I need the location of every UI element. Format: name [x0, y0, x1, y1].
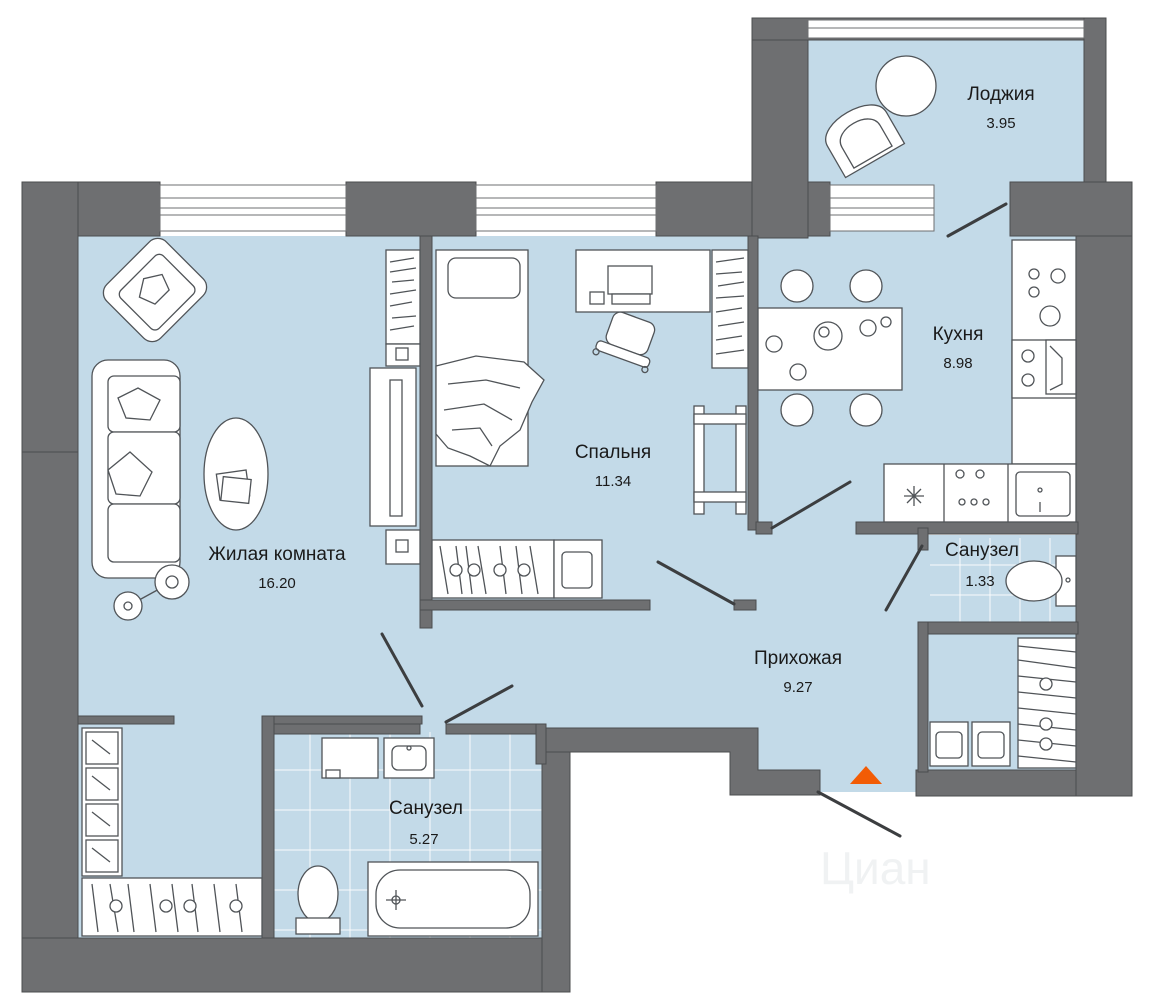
clothes-rack-icon: [693, 405, 747, 515]
windows: [159, 19, 1085, 232]
window-kitchen: [829, 184, 935, 232]
wall-bath-top: [273, 723, 421, 735]
stove-icon: [955, 339, 1077, 479]
wall-kitchen-top-stub: [1009, 181, 1133, 237]
wall-bedroom-hall-post: [733, 599, 757, 611]
wall-kitchen-bottom-left: [755, 521, 773, 535]
wall-bedroom-kitchen: [747, 235, 759, 531]
hallway-area: 9.27: [783, 679, 812, 696]
outer-wall-left: [21, 451, 79, 993]
wall-bath-top-right: [445, 723, 543, 735]
washbasin-icon: [321, 737, 435, 779]
small-bathroom-area: 1.33: [965, 573, 994, 590]
coffee-table-icon: [203, 417, 269, 531]
door-kitchen: [770, 480, 852, 530]
bedroom-area: 11.34: [595, 473, 631, 490]
toilet-large-icon: [295, 865, 341, 935]
door-bedroom: [656, 560, 736, 606]
kitchen-area: 8.98: [943, 355, 972, 372]
door-living-room: [380, 632, 424, 708]
outer-wall-bottom-step: [541, 727, 571, 993]
sofa-icon: [91, 359, 181, 579]
shoe-rack-icon: [1017, 637, 1077, 769]
closet-wardrobe-icon: [81, 877, 263, 937]
wall-kitchen-bottom-right: [855, 521, 1079, 535]
tv-stand-icon: [369, 367, 417, 527]
walls: [21, 17, 1133, 993]
bed-icon: [435, 249, 545, 467]
door-entrance: [816, 790, 902, 838]
wall-bedroom-hall: [419, 599, 651, 611]
watermark: Циан: [820, 842, 931, 894]
wall-small-bath-left: [917, 527, 929, 551]
wall-bath-right: [535, 723, 547, 765]
loggia-wall-left: [751, 17, 809, 239]
wall-living-closet: [77, 715, 175, 725]
small-bathroom-name: Санузел: [945, 540, 1019, 561]
living-room-name: Жилая комната: [208, 544, 346, 565]
hallway-name: Прихожая: [754, 648, 842, 669]
room-labels: Жилая комната 16.20 Спальня 11.34 Кухня …: [208, 84, 1034, 848]
outer-wall-right: [1075, 181, 1133, 797]
loggia-table-icon: [875, 55, 937, 117]
outer-wall-hall-notch: [541, 727, 821, 796]
living-room-area: 16.20: [258, 575, 296, 592]
large-bathroom-name: Санузел: [389, 798, 463, 819]
outer-wall-left-top: [21, 181, 79, 453]
closet-shelves-icon: [81, 727, 123, 877]
armchair-icon: [102, 237, 208, 343]
loggia-area: 3.95: [986, 115, 1015, 132]
outer-wall-bottom-right: [915, 769, 1103, 797]
loggia-wall-right: [1083, 17, 1107, 189]
wall-storage-left: [917, 621, 929, 773]
door-kitchen-loggia: [946, 202, 1008, 238]
wall-living-closet-2: [261, 715, 423, 725]
door-swings: [380, 202, 1008, 838]
bookshelf-bedroom-icon: [711, 249, 749, 369]
laptop-icon: [589, 265, 653, 305]
entrance-arrow-icon: [850, 766, 882, 784]
window-loggia: [807, 19, 1085, 39]
bookshelf-living-icon: [385, 249, 421, 565]
large-bathroom-area: 5.27: [409, 831, 438, 848]
loggia-chair-icon: [825, 104, 906, 179]
sink-icon: [1015, 471, 1071, 517]
door-bathroom-small: [884, 544, 924, 612]
dining-table-icon: [757, 269, 903, 427]
floor-lamp-icon: [113, 564, 190, 621]
window-bedroom: [475, 184, 657, 232]
office-chair-icon: [592, 311, 656, 374]
window-living-room: [159, 184, 347, 232]
wall-living-bedroom: [419, 235, 433, 629]
wardrobe-icon: [431, 539, 603, 599]
loggia-name: Лоджия: [967, 84, 1034, 105]
washing-machine-icon: [929, 721, 1011, 767]
outer-wall-bottom-left: [21, 937, 569, 993]
bedroom-name: Спальня: [575, 442, 651, 463]
outer-wall-top-middle: [345, 181, 477, 237]
wall-small-bath-bottom: [917, 621, 1079, 635]
bathtub-icon: [367, 861, 539, 937]
door-bathroom-large: [444, 684, 514, 724]
wall-closet-bath: [261, 715, 275, 939]
kitchen-name: Кухня: [933, 324, 984, 345]
toilet-icon: [1005, 555, 1077, 607]
